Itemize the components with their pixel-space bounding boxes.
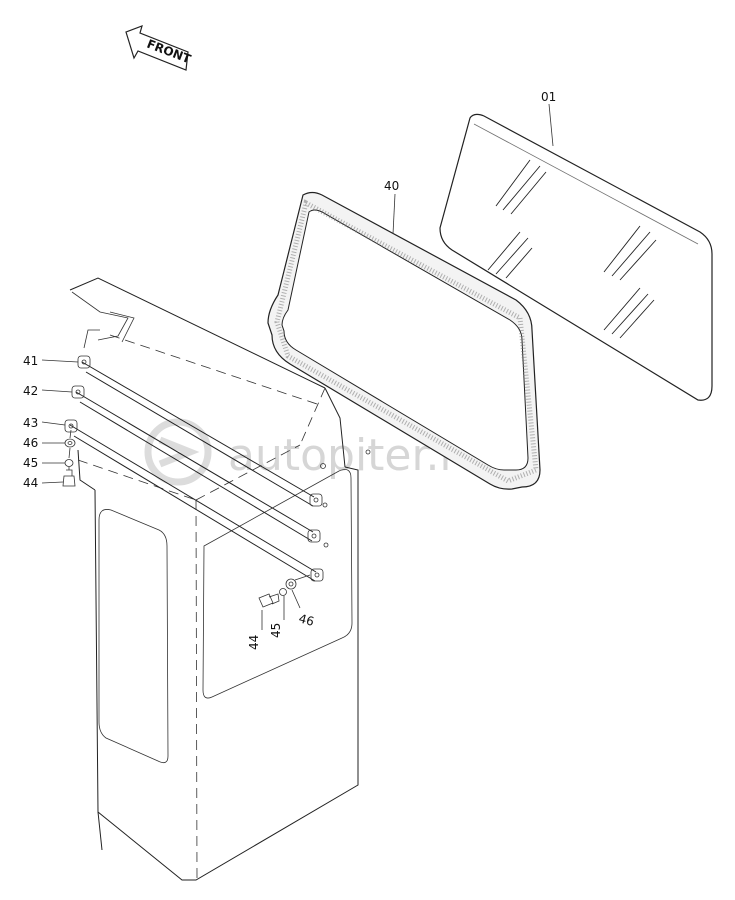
watermark-logo-ring	[144, 418, 212, 486]
lock-washer-right	[279, 588, 287, 596]
callout-washer-right: 46	[297, 611, 315, 628]
weatherstrip-seal	[267, 191, 541, 490]
window-glass	[439, 113, 713, 401]
bolt-left	[62, 469, 76, 487]
glass-reflection-lines	[487, 159, 657, 339]
callout-lock-washer-right: 45	[269, 623, 283, 638]
watermark-logo-arrow	[158, 436, 200, 468]
front-direction-arrow: FRONT	[125, 25, 194, 71]
callout-rail-middle: 42	[23, 384, 38, 398]
cab-body	[69, 277, 359, 881]
bolt-right	[258, 593, 280, 608]
callout-weatherstrip: 40	[384, 179, 399, 193]
callout-labels: 01 40 41 42 43 46 45 44 44 45 46	[23, 90, 556, 650]
callout-bolt-left: 44	[23, 476, 38, 490]
cab-lower-window-left	[98, 509, 169, 764]
callout-lock-washer-left: 45	[23, 456, 38, 470]
hardware-left	[62, 429, 76, 487]
callout-glass: 01	[541, 90, 556, 104]
washer-right	[285, 578, 297, 590]
washer-left	[64, 438, 76, 448]
hardware-right	[258, 574, 311, 608]
callout-rail-top: 41	[23, 354, 38, 368]
window-rail-middle	[71, 385, 321, 543]
callout-washer-left: 46	[23, 436, 38, 450]
lock-washer-left	[64, 459, 74, 467]
callout-rail-bottom: 43	[23, 416, 38, 430]
leader-lines	[41, 103, 554, 630]
front-arrow-icon	[125, 25, 189, 71]
callout-bolt-right: 44	[247, 635, 261, 650]
cab-lower-window-right	[202, 469, 353, 699]
